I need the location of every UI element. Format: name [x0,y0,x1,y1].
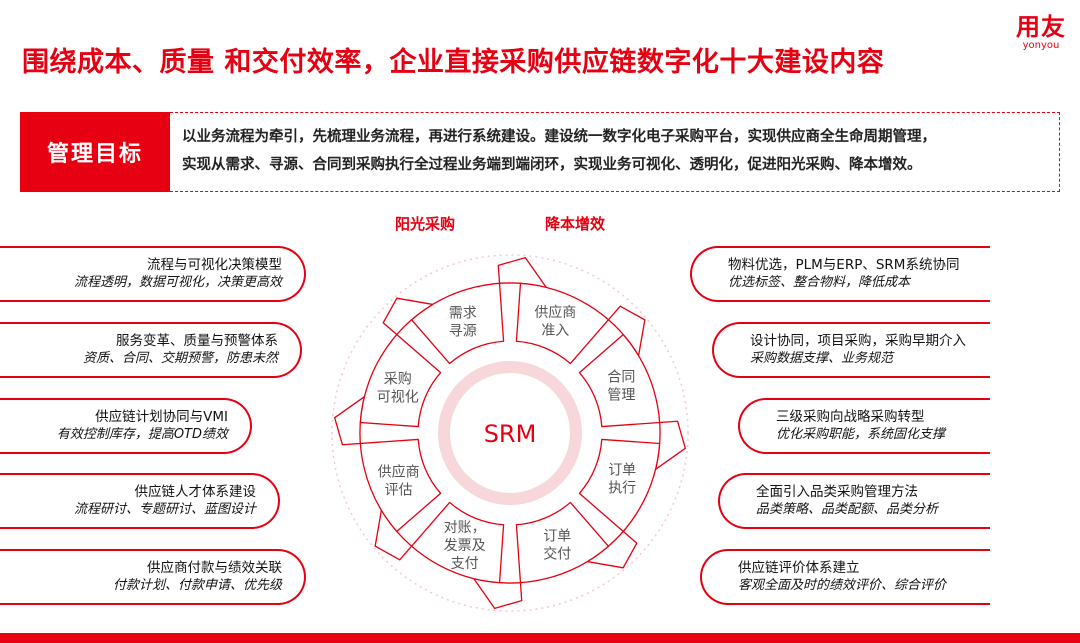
outer-dotted-ring [331,254,689,612]
left-card-5-sub: 付款计划、付款申请、优先级 [112,578,282,593]
logo-cn: 用友 [1016,13,1066,41]
goal-text: 以业务流程为牵引，先梳理业务流程，再进行系统建设。建设统一数字化电子采购平台，实… [170,112,1060,192]
right-card-3-sub: 优化采购职能，系统固化支撑 [776,427,946,442]
center-disk [452,375,568,491]
cycle-label-8-line-1: 采购 [384,372,412,388]
cycle-label-1-line-2: 寻源 [449,324,477,340]
left-card-5: 供应商付款与绩效关联 付款计划、付款申请、优先级 [0,549,306,605]
right-card-5-sub: 客观全面及时的绩效评价、综合评价 [738,578,947,593]
cycle-label-2-line-2: 准入 [541,323,569,339]
cycle-arrows [334,257,686,609]
cycle-label-6-line-2: 发票及 [444,538,486,554]
left-card-5-title: 供应商付款与绩效关联 [147,560,282,576]
right-card-5: 供应链评价体系建立 客观全面及时的绩效评价、综合评价 [700,549,990,605]
goal-label: 管理目标 [20,112,170,192]
cycle-label-7-line-2: 评估 [385,482,413,498]
header-cost: 降本增效 [545,215,606,233]
header-sunshine: 阳光采购 [395,215,456,233]
cycle-label-1-line-1: 需求 [449,306,477,322]
right-card-4-title: 全面引入品类采购管理方法 [756,484,918,500]
brand-logo: 用友 yonyou [1016,14,1066,52]
left-card-4-title: 供应链人才体系建设 [134,484,257,500]
right-card-1-title: 物料优选，PLM与ERP、SRM系统协同 [728,257,960,273]
left-card-2-sub: 资质、合同、交期预警，防患未然 [82,351,278,366]
cycle-label-4-line-1: 订单 [608,462,636,478]
left-card-2: 服务变革、质量与预警体系 资质、合同、交期预警，防患未然 [0,322,302,378]
cycle-label-5-line-2: 交付 [543,545,571,562]
left-card-4: 供应链人才体系建设 流程研讨、专题研讨、蓝图设计 [0,473,280,529]
cycle-label-6-line-1: 对账， [444,520,486,536]
cycle-label-3-line-2: 管理 [607,388,635,404]
right-card-3-title: 三级采购向战略采购转型 [776,409,925,425]
cycle-label-6-line-3: 支付 [451,556,479,572]
left-card-1: 流程与可视化决策模型 流程透明，数据可视化，决策更高效 [0,246,306,302]
left-card-3: 供应链计划协同与VMI 有效控制库存，提高OTD绩效 [0,398,252,454]
left-card-3-title: 供应链计划协同与VMI [95,409,228,425]
left-card-4-sub: 流程研讨、专题研讨、蓝图设计 [73,502,256,517]
left-card-2-title: 服务变革、质量与预警体系 [116,333,278,349]
right-card-4: 全面引入品类采购管理方法 品类策略、品类配额、品类分析 [718,473,990,529]
goal-line-1: 以业务流程为牵引，先梳理业务流程，再进行系统建设。建设统一数字化电子采购平台，实… [182,129,936,145]
right-card-2: 设计协同，项目采购，采购早期介入 采购数据支撑、业务规范 [712,322,990,378]
right-card-2-sub: 采购数据支撑、业务规范 [750,351,894,366]
right-card-1: 物料优选，PLM与ERP、SRM系统协同 优选标签、整合物料，降低成本 [690,246,990,302]
right-card-1-sub: 优选标签、整合物料，降低成本 [728,275,911,290]
right-card-2-title: 设计协同，项目采购，采购早期介入 [750,333,966,349]
center-glow [438,361,582,505]
left-card-3-sub: 有效控制库存，提高OTD绩效 [56,427,228,442]
logo-en: yonyou [1022,40,1060,51]
right-card-4-sub: 品类策略、品类配额、品类分析 [756,502,939,517]
right-card-3: 三级采购向战略采购转型 优化采购职能，系统固化支撑 [738,398,990,454]
cycle-label-2-line-1: 供应商 [534,304,576,321]
cycle-label-4-line-2: 执行 [608,480,636,496]
cycle-label-3-line-1: 合同 [607,370,635,386]
cycle-label-5-line-1: 订单 [543,528,571,544]
cycle-label-8-line-2: 可视化 [377,390,419,406]
footer-bar [0,633,1080,643]
center-label: SRM [484,420,537,448]
cycle-label-7-line-1: 供应商 [378,463,420,480]
cycle-arrow-8 [359,297,442,428]
left-card-1-sub: 流程透明，数据可视化，决策更高效 [73,275,282,290]
page-title: 围绕成本、质量 和交付效率，企业直接采购供应链数字化十大建设内容 [22,47,885,78]
goal-line-2: 实现从需求、寻源、合同到采购执行全过程业务端到端闭环，实现业务可视化、透明化，促… [182,157,922,173]
left-card-1-title: 流程与可视化决策模型 [147,257,282,273]
right-card-5-title: 供应链评价体系建立 [738,560,860,576]
